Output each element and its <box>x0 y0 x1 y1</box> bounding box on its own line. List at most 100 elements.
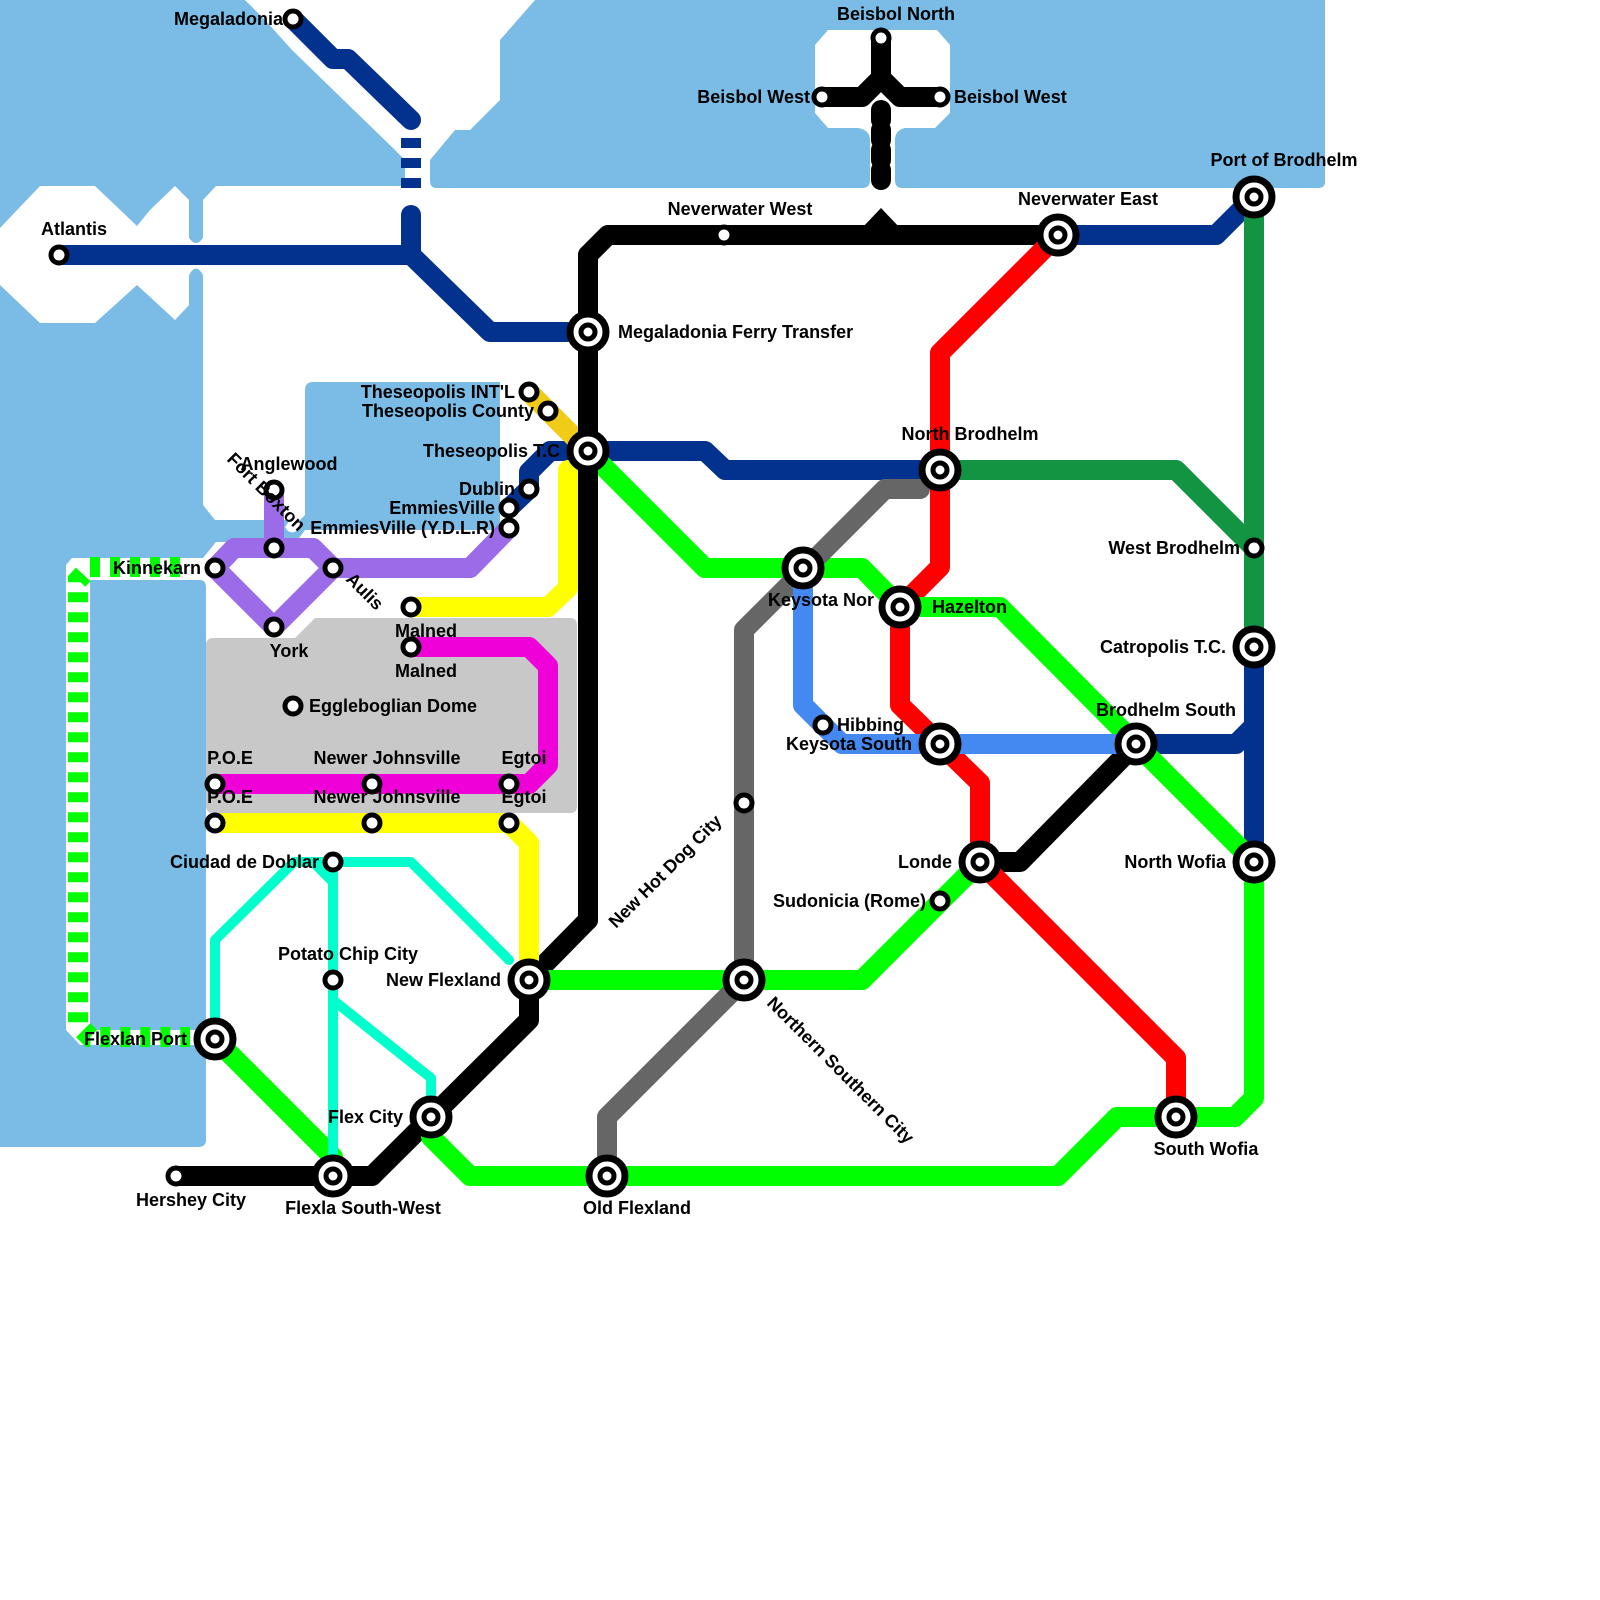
station-theseopolis-tc[interactable] <box>566 429 610 473</box>
station-label-flex-city: Flex City <box>328 1107 403 1127</box>
station-malned-1[interactable] <box>400 596 422 618</box>
station-label-emmiesville-ydlr: EmmiesVille (Y.D.L.R) <box>310 518 495 538</box>
station-theseopolis-county[interactable] <box>537 400 559 422</box>
station-stop-icon <box>498 517 520 539</box>
station-dublin[interactable] <box>518 478 540 500</box>
station-eggleboglian-dome[interactable] <box>282 695 304 717</box>
station-stop-icon <box>870 27 892 49</box>
station-label-ciudad-de-doblar: Ciudad de Doblar <box>170 852 319 872</box>
station-poe-2[interactable] <box>204 812 226 834</box>
station-stop-icon <box>733 792 755 814</box>
station-egtoi-2[interactable] <box>498 812 520 834</box>
station-stop-icon <box>498 812 520 834</box>
interchange-inner-ring-icon <box>323 1166 343 1186</box>
station-stop-icon <box>811 86 833 108</box>
station-megaladonia[interactable] <box>282 8 304 30</box>
station-atlantis[interactable] <box>48 244 70 266</box>
station-label-brodhelm-south: Brodhelm South <box>1096 700 1236 720</box>
station-york[interactable] <box>263 616 285 638</box>
station-catropolis-tc[interactable] <box>1232 625 1276 669</box>
station-poe-1[interactable] <box>204 773 226 795</box>
station-port-of-brodhelm[interactable] <box>1232 175 1276 219</box>
station-label-north-wofia: North Wofia <box>1124 852 1227 872</box>
station-anglewood[interactable] <box>263 479 285 501</box>
water-layer <box>0 0 1325 1147</box>
line-magenta <box>205 637 558 794</box>
station-label-south-wofia: South Wofia <box>1154 1139 1260 1159</box>
station-north-wofia[interactable] <box>1232 840 1276 884</box>
station-label-neverwater-east: Neverwater East <box>1018 189 1158 209</box>
station-theseopolis-intl[interactable] <box>518 381 540 403</box>
station-stop-icon <box>400 636 422 658</box>
station-sudonicia-rome[interactable] <box>929 890 951 912</box>
interchange-inner-ring-icon <box>1244 187 1264 207</box>
station-kinnekarn[interactable] <box>204 557 226 579</box>
line-lime-coastal-dash <box>68 557 190 1047</box>
station-hershey-city[interactable] <box>165 1165 187 1187</box>
station-label-flexla-south-west: Flexla South-West <box>285 1198 441 1218</box>
station-emmiesville-ydlr[interactable] <box>498 517 520 539</box>
station-londe[interactable] <box>958 840 1002 884</box>
station-label-port-of-brodhelm: Port of Brodhelm <box>1211 150 1358 170</box>
station-label-beisbol-west-1: Beisbol West <box>697 87 810 107</box>
station-neverwater-east[interactable] <box>1036 213 1080 257</box>
station-stop-icon <box>322 557 344 579</box>
station-label-neverwater-west: Neverwater West <box>668 199 813 219</box>
station-stop-icon <box>361 773 383 795</box>
station-keysota-south[interactable] <box>918 722 962 766</box>
station-stop-icon <box>1243 537 1265 559</box>
station-label-megaladonia-ferry-transfer: Megaladonia Ferry Transfer <box>618 322 853 342</box>
station-stop-icon <box>498 497 520 519</box>
station-south-wofia[interactable] <box>1154 1095 1198 1139</box>
station-old-flexland[interactable] <box>585 1154 629 1198</box>
station-new-hot-dog-city[interactable] <box>733 792 755 814</box>
station-beisbol-west-2[interactable] <box>929 86 951 108</box>
station-west-brodhelm[interactable] <box>1243 537 1265 559</box>
station-megaladonia-ferry-transfer[interactable] <box>566 310 610 354</box>
station-label-theseopolis-tc: Theseopolis T.C <box>423 441 560 461</box>
station-stop-icon <box>518 381 540 403</box>
line-black-ferry-notch <box>862 208 900 235</box>
station-label-new-flexland: New Flexland <box>386 970 501 990</box>
station-egtoi-1[interactable] <box>498 773 520 795</box>
station-brodhelm-south[interactable] <box>1114 722 1158 766</box>
station-flex-city[interactable] <box>409 1095 453 1139</box>
station-newer-johnsville-2[interactable] <box>361 812 383 834</box>
station-beisbol-west-1[interactable] <box>811 86 833 108</box>
station-ciudad-de-doblar[interactable] <box>322 851 344 873</box>
station-newer-johnsville-1[interactable] <box>361 773 383 795</box>
station-label-atlantis: Atlantis <box>41 219 107 239</box>
station-north-brodhelm[interactable] <box>918 448 962 492</box>
line-black-main <box>166 225 1068 1186</box>
station-fort-boxton[interactable] <box>263 537 285 559</box>
station-emmiesville[interactable] <box>498 497 520 519</box>
station-label-londe: Londe <box>898 852 952 872</box>
station-label-keysota-south: Keysota South <box>786 734 912 754</box>
station-new-flexland[interactable] <box>507 958 551 1002</box>
station-keysota-north[interactable] <box>781 546 825 590</box>
station-aulis[interactable] <box>322 557 344 579</box>
station-malned-2[interactable] <box>400 636 422 658</box>
station-beisbol-north[interactable] <box>870 27 892 49</box>
line-red <box>890 225 1186 1127</box>
station-label-new-hot-dog-city: New Hot Dog City <box>605 811 726 932</box>
station-stop-icon <box>929 86 951 108</box>
fare-zone-area <box>206 618 577 813</box>
interchange-inner-ring-icon <box>793 558 813 578</box>
station-label-north-brodhelm: North Brodhelm <box>902 424 1039 444</box>
interchange-inner-ring-icon <box>578 322 598 342</box>
station-hibbing[interactable] <box>812 714 834 736</box>
station-stop-icon <box>537 400 559 422</box>
station-label-beisbol-west-2: Beisbol West <box>954 87 1067 107</box>
stations-layer <box>48 8 1276 1198</box>
station-stop-icon <box>282 695 304 717</box>
station-northern-southern-city[interactable] <box>722 958 766 1002</box>
station-label-flexlan-port: Flexlan Port <box>84 1029 187 1049</box>
line-black-south-east <box>970 734 1146 872</box>
station-potato-chip-city[interactable] <box>322 969 344 991</box>
station-hazelton[interactable] <box>878 585 922 629</box>
station-flexlan-port[interactable] <box>193 1017 237 1061</box>
station-flexla-south-west[interactable] <box>311 1154 355 1198</box>
water-north-center <box>430 0 1325 188</box>
station-neverwater-west[interactable] <box>713 224 735 246</box>
